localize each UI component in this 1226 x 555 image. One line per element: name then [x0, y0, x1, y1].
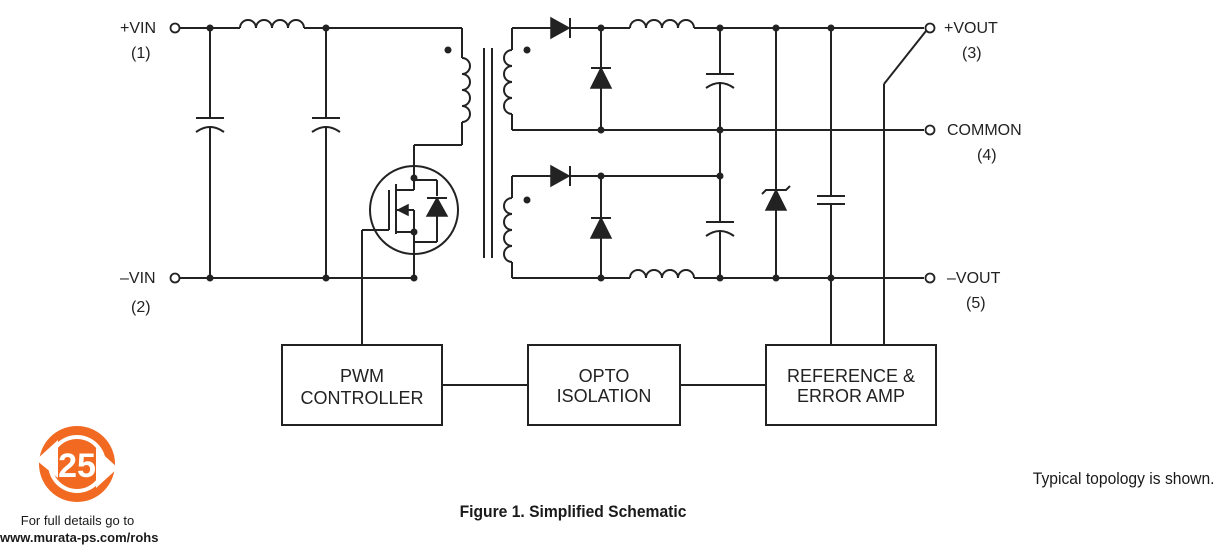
pwm-label-line1: PWM: [340, 366, 384, 386]
common-label: COMMON: [947, 122, 1022, 139]
topology-note: Typical topology is shown.: [1032, 469, 1214, 488]
opto-label-line2: ISOLATION: [557, 386, 652, 406]
vin-pos-pin: (1): [131, 45, 151, 62]
input-inductor: [239, 19, 305, 29]
rohs-line-1: For full details go to: [20, 513, 135, 528]
output-section: [512, 16, 927, 345]
ref-label-line1: REFERENCE &: [787, 366, 915, 386]
mosfet-switch: [361, 165, 459, 345]
vin-neg-terminal[interactable]: [169, 272, 181, 284]
vout-neg-label: –VOUT: [947, 270, 1001, 287]
vout-pos-terminal[interactable]: [924, 22, 936, 34]
output-inductor-2: [629, 269, 695, 279]
vout-pos-label: +VOUT: [944, 20, 998, 37]
transformer: [413, 28, 531, 278]
vout-neg-pin: (5): [966, 295, 986, 312]
vout-pos-pin: (3): [962, 45, 982, 62]
vin-pos-terminal[interactable]: [169, 22, 181, 34]
output-inductor-1: [629, 19, 695, 29]
vin-pos-label: +VIN: [120, 20, 156, 37]
rohs-25-badge-icon: 25: [36, 426, 118, 502]
common-terminal[interactable]: [924, 124, 936, 136]
common-pin: (4): [977, 147, 997, 164]
opto-isolation-block: OPTO ISOLATION: [527, 344, 681, 426]
ref-label-line2: ERROR AMP: [797, 386, 905, 406]
rohs-link[interactable]: www.murata-ps.com/rohs: [0, 530, 159, 545]
input-rails: [180, 19, 463, 279]
rohs-badge-number: 25: [58, 447, 96, 485]
vin-neg-pin: (2): [131, 299, 151, 316]
vout-neg-terminal[interactable]: [924, 272, 936, 284]
opto-label-line1: OPTO: [579, 366, 630, 386]
vin-neg-label: –VIN: [120, 270, 156, 287]
figure-caption: Figure 1. Simplified Schematic: [459, 502, 687, 521]
input-capacitor-2: [311, 24, 341, 282]
pwm-controller-block: PWM CONTROLLER: [281, 344, 443, 426]
input-capacitor-1: [195, 24, 225, 282]
reference-error-amp-block: REFERENCE & ERROR AMP: [765, 344, 937, 426]
rohs-info: For full details go to www.murata-ps.com…: [0, 512, 159, 546]
pwm-label-line2: CONTROLLER: [300, 388, 423, 408]
